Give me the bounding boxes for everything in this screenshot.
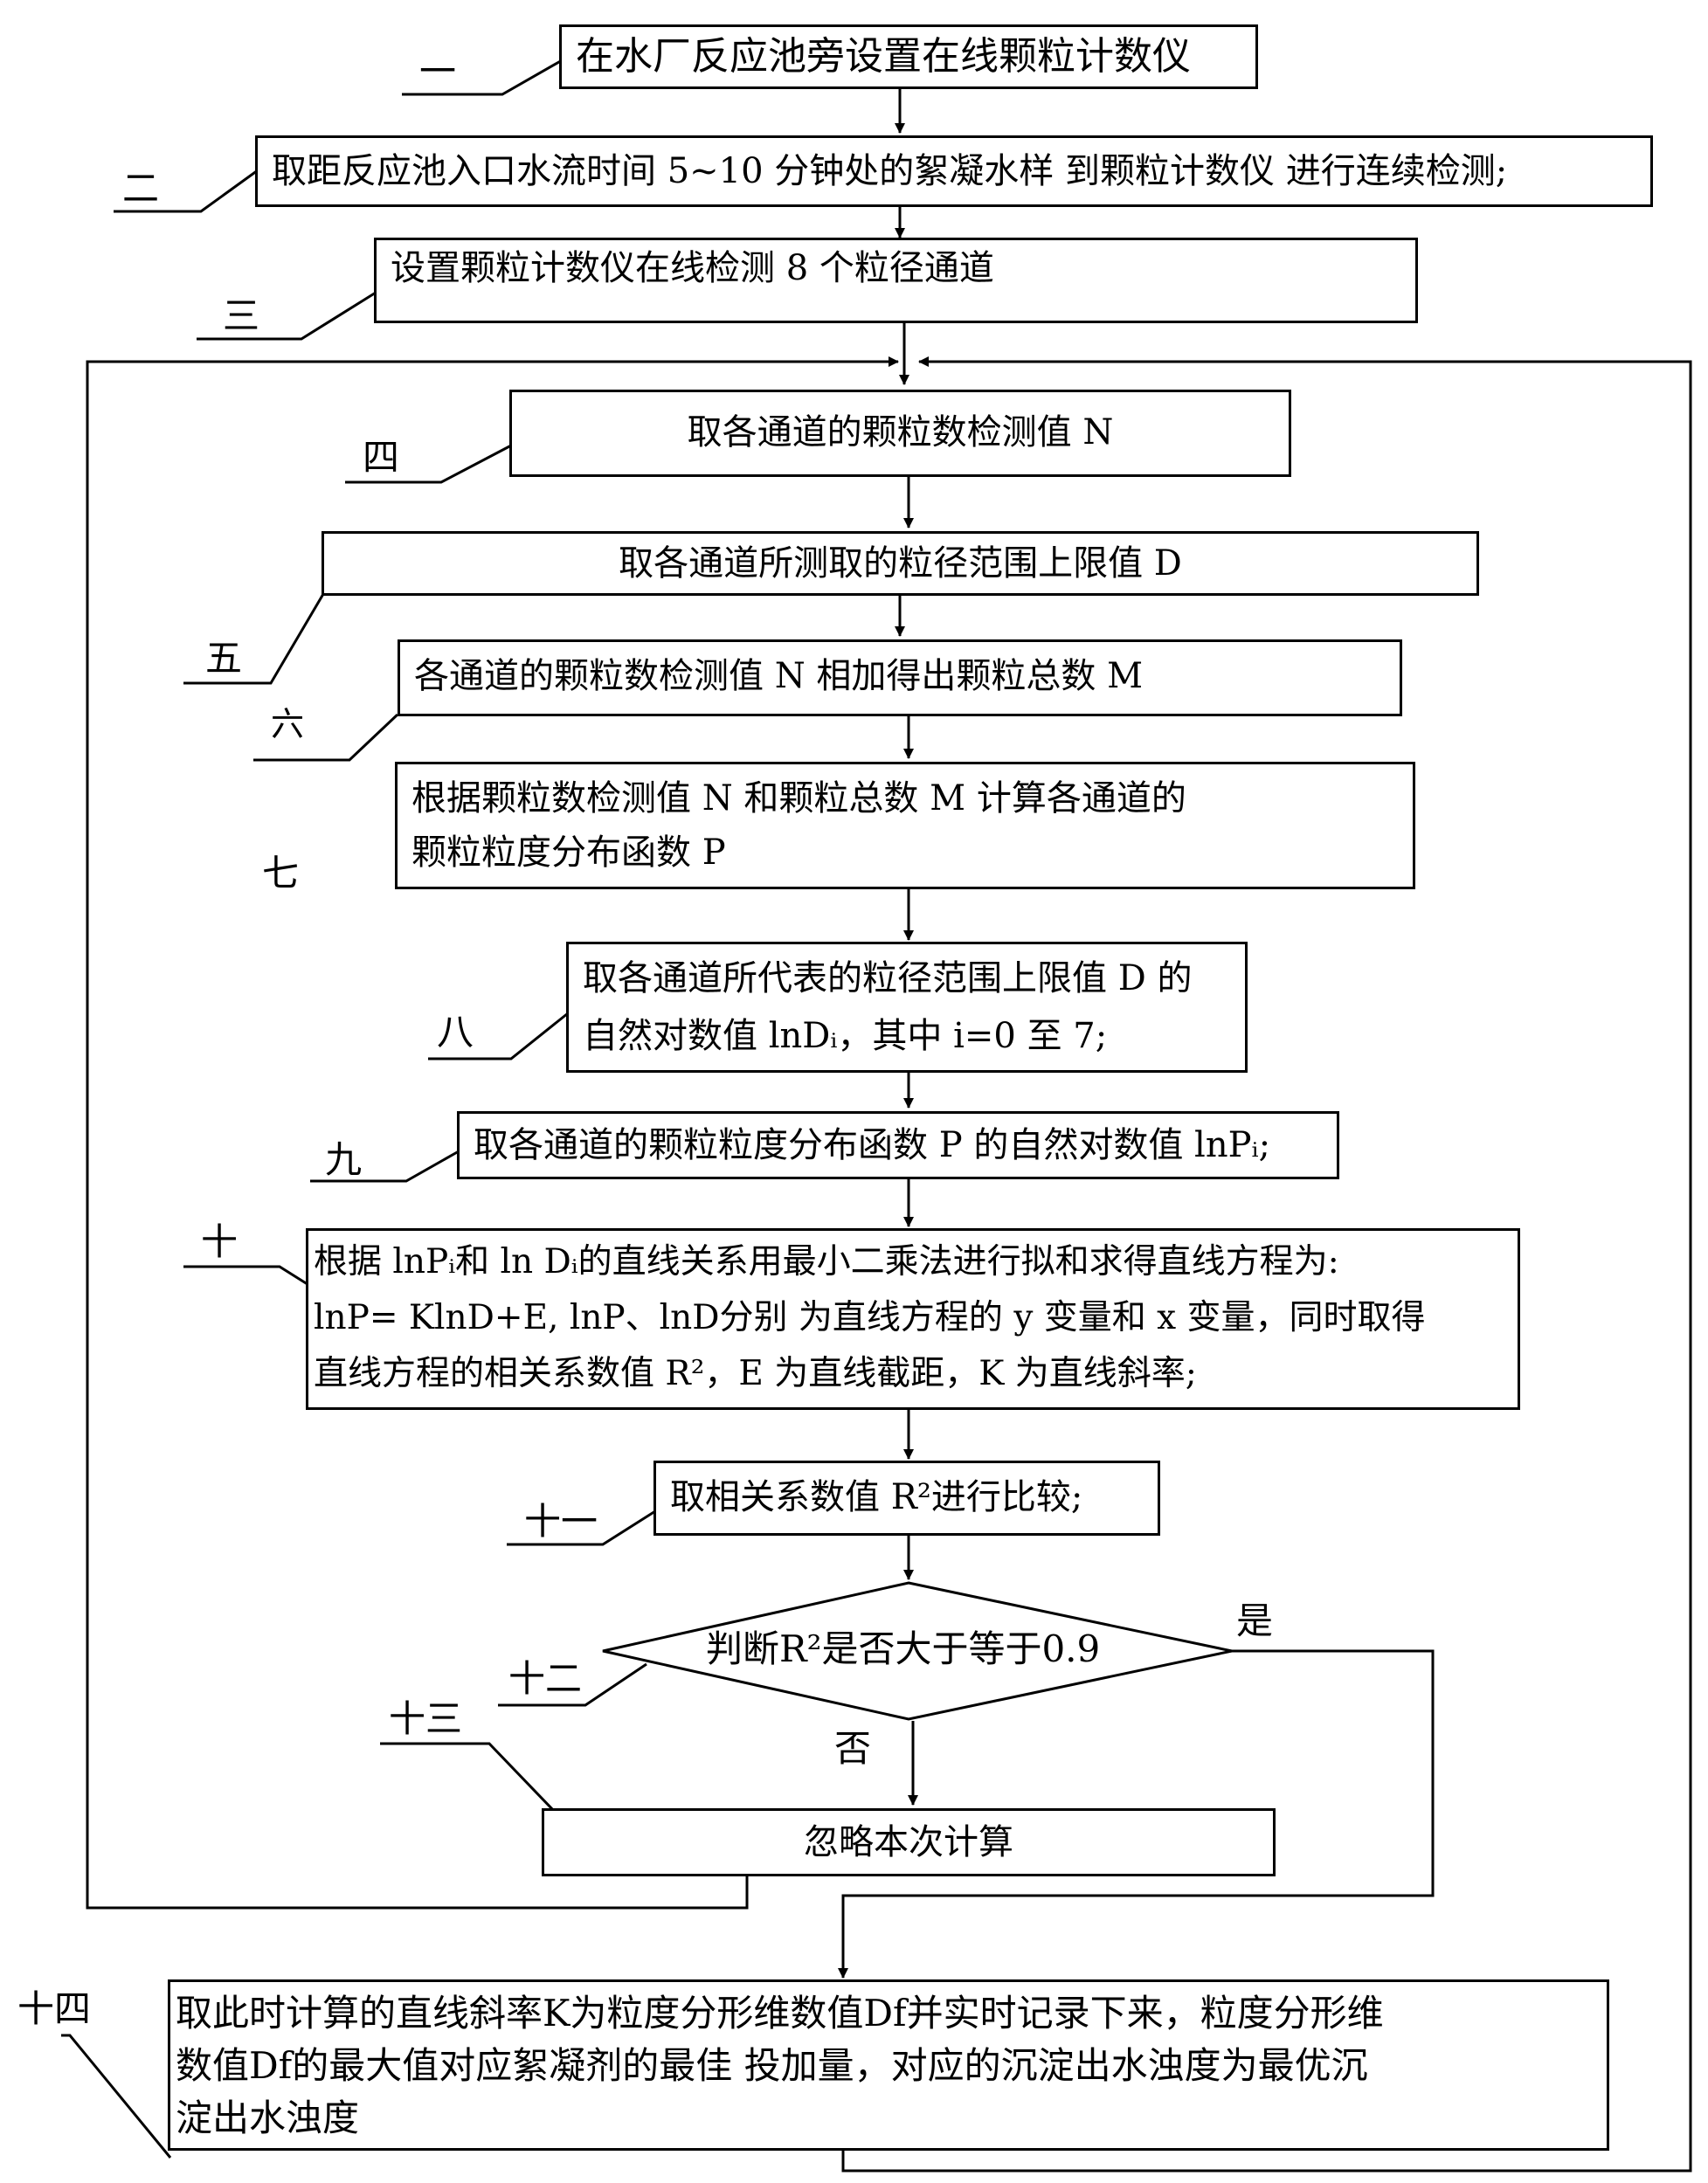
leader-l13	[380, 1742, 578, 1836]
yes-branch-label: 是	[1236, 1599, 1274, 1642]
leader-l8	[428, 1012, 569, 1060]
step-3-box: 设置颗粒计数仪在线检测 8 个粒径通道	[374, 238, 1418, 323]
leader-l11	[507, 1509, 656, 1546]
step-10-line-3: 直线方程的相关系数值 R²，E 为直线截距，K 为直线斜率;	[314, 1354, 1197, 1393]
leader-l10	[183, 1265, 311, 1288]
leader-l6	[253, 713, 399, 762]
step-2-box: 取距反应池入口水流时间 5~10 分钟处的絮凝水样 到颗粒计数仪 进行连续检测;	[255, 135, 1653, 207]
step-6-box: 各通道的颗粒数检测值 N 相加得出颗粒总数 M	[398, 639, 1402, 716]
step-5-text: 取各通道所测取的粒径范围上限值 D	[619, 543, 1182, 584]
leader-l5	[183, 593, 325, 685]
step-label-3: 三	[223, 294, 260, 337]
step-6-text: 各通道的颗粒数检测值 N 相加得出颗粒总数 M	[414, 656, 1144, 696]
loop-back-line	[86, 360, 898, 1910]
outer-right-line	[841, 360, 1692, 2173]
step-8-line-1: 取各通道所代表的粒径范围上限值 D 的	[583, 958, 1193, 998]
step-label-13: 十三	[389, 1697, 463, 1740]
step-label-10: 十	[201, 1220, 239, 1263]
step-label-4: 四	[363, 436, 400, 479]
decision-diamond	[602, 1581, 1233, 1721]
step-10-line-1: 根据 lnPᵢ和 ln Dᵢ的直线关系用最小二乘法进行拟和求得直线方程为:	[314, 1242, 1339, 1281]
step-4-box: 取各通道的颗粒数检测值 N	[509, 390, 1291, 477]
step-13-text: 忽略本次计算	[804, 1822, 1013, 1862]
leader-l3	[197, 291, 377, 341]
step-4-text: 取各通道的颗粒数检测值 N	[687, 412, 1114, 452]
step-14-box: 取此时计算的直线斜率K为粒度分形维数值Df并实时记录下来，粒度分形维 数值Df的…	[168, 1979, 1609, 2151]
leader-l9	[310, 1150, 460, 1183]
step-label-6: 六	[271, 705, 305, 743]
step-1-box: 在水厂反应池旁设置在线颗粒计数仪	[559, 24, 1258, 89]
step-7-line-1: 根据颗粒数检测值 N 和颗粒总数 M 计算各通道的	[411, 778, 1186, 819]
step-10-line-2: lnP= KlnD+E, lnP、lnD分别 为直线方程的 y 变量和 x 变量…	[314, 1298, 1426, 1337]
step-9-text: 取各通道的颗粒粒度分布函数 P 的自然对数值 lnPᵢ;	[474, 1125, 1271, 1165]
step-12-decision-text: 判断R²是否大于等于0.9	[706, 1627, 1101, 1670]
leader-l14	[61, 2034, 172, 2159]
step-label-7: 七	[262, 852, 300, 895]
leader-l1	[402, 58, 564, 96]
step-8-line-2: 自然对数值 lnDᵢ，其中 i=0 至 7;	[583, 1016, 1108, 1056]
leader-l4	[345, 444, 512, 484]
step-7-box: 根据颗粒数检测值 N 和颗粒总数 M 计算各通道的 颗粒粒度分布函数 P	[395, 762, 1415, 889]
no-branch-label: 否	[834, 1727, 872, 1770]
step-label-14: 十四	[17, 1987, 92, 2030]
step-1-text: 在水厂反应池旁设置在线颗粒计数仪	[576, 34, 1191, 79]
step-14-line-3: 淀出水浊度	[176, 2097, 360, 2139]
step-label-12: 十二	[508, 1657, 583, 1700]
step-9-box: 取各通道的颗粒粒度分布函数 P 的自然对数值 lnPᵢ;	[457, 1111, 1339, 1179]
leader-l2	[114, 169, 259, 213]
step-3-text: 设置颗粒计数仪在线检测 8 个粒径通道	[391, 248, 994, 288]
step-14-line-2: 数值Df的最大值对应絮凝剂的最佳 投加量，对应的沉淀出水浊度为最优沉	[176, 2044, 1368, 2087]
step-label-5: 五	[205, 637, 243, 680]
step-label-2: 二	[122, 167, 160, 210]
step-14-line-1: 取此时计算的直线斜率K为粒度分形维数值Df并实时记录下来，粒度分形维	[176, 1992, 1384, 2034]
step-13-box: 忽略本次计算	[542, 1808, 1276, 1876]
step-7-line-2: 颗粒粒度分布函数 P	[411, 832, 726, 873]
step-10-box: 根据 lnPᵢ和 ln Dᵢ的直线关系用最小二乘法进行拟和求得直线方程为: ln…	[306, 1228, 1520, 1410]
step-2-text: 取距反应池入口水流时间 5~10 分钟处的絮凝水样 到颗粒计数仪 进行连续检测;	[272, 151, 1508, 191]
step-8-box: 取各通道所代表的粒径范围上限值 D 的 自然对数值 lnDᵢ，其中 i=0 至 …	[566, 942, 1248, 1073]
step-11-text: 取相关系数值 R²进行比较;	[670, 1477, 1083, 1517]
step-label-8: 八	[437, 1011, 474, 1054]
step-label-11: 十一	[524, 1500, 598, 1543]
step-11-box: 取相关系数值 R²进行比较;	[653, 1461, 1160, 1536]
step-5-box: 取各通道所测取的粒径范围上限值 D	[322, 531, 1479, 596]
step-label-1: 一	[419, 50, 457, 93]
leader-l12	[498, 1662, 647, 1707]
yes-branch-line	[841, 1649, 1435, 1974]
step-label-9: 九	[325, 1138, 363, 1181]
